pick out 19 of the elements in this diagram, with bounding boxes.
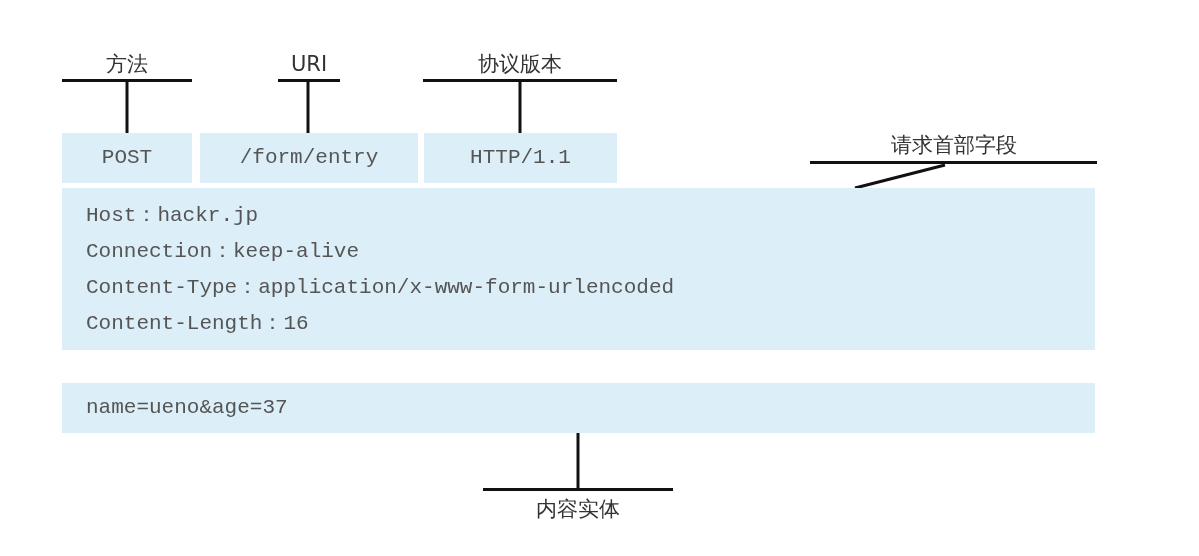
- header-box: [62, 188, 1095, 350]
- callout-label: 方法: [62, 50, 192, 82]
- leader-line: [306, 82, 310, 133]
- callout-label: URI: [278, 50, 340, 82]
- callout-label: 协议版本: [423, 50, 617, 82]
- field-box: /form/entry: [200, 133, 418, 183]
- header-line: Connection：keep-alive: [86, 239, 361, 265]
- leader-line: [125, 82, 129, 133]
- field-box: POST: [62, 133, 192, 183]
- leader-line: [518, 82, 522, 133]
- header-line: Content-Length：16: [86, 311, 310, 337]
- callout-label: 请求首部字段: [810, 130, 1097, 164]
- body-box: name=ueno&age=37: [62, 383, 1095, 433]
- callout-label: 内容实体: [483, 488, 673, 528]
- header-line: Host：hackr.jp: [86, 203, 260, 229]
- leader-line: [576, 433, 580, 488]
- field-box: HTTP/1.1: [424, 133, 617, 183]
- header-line: Content-Type：application/x-www-form-urlencoded: [86, 275, 676, 301]
- leader-line: [854, 163, 946, 190]
